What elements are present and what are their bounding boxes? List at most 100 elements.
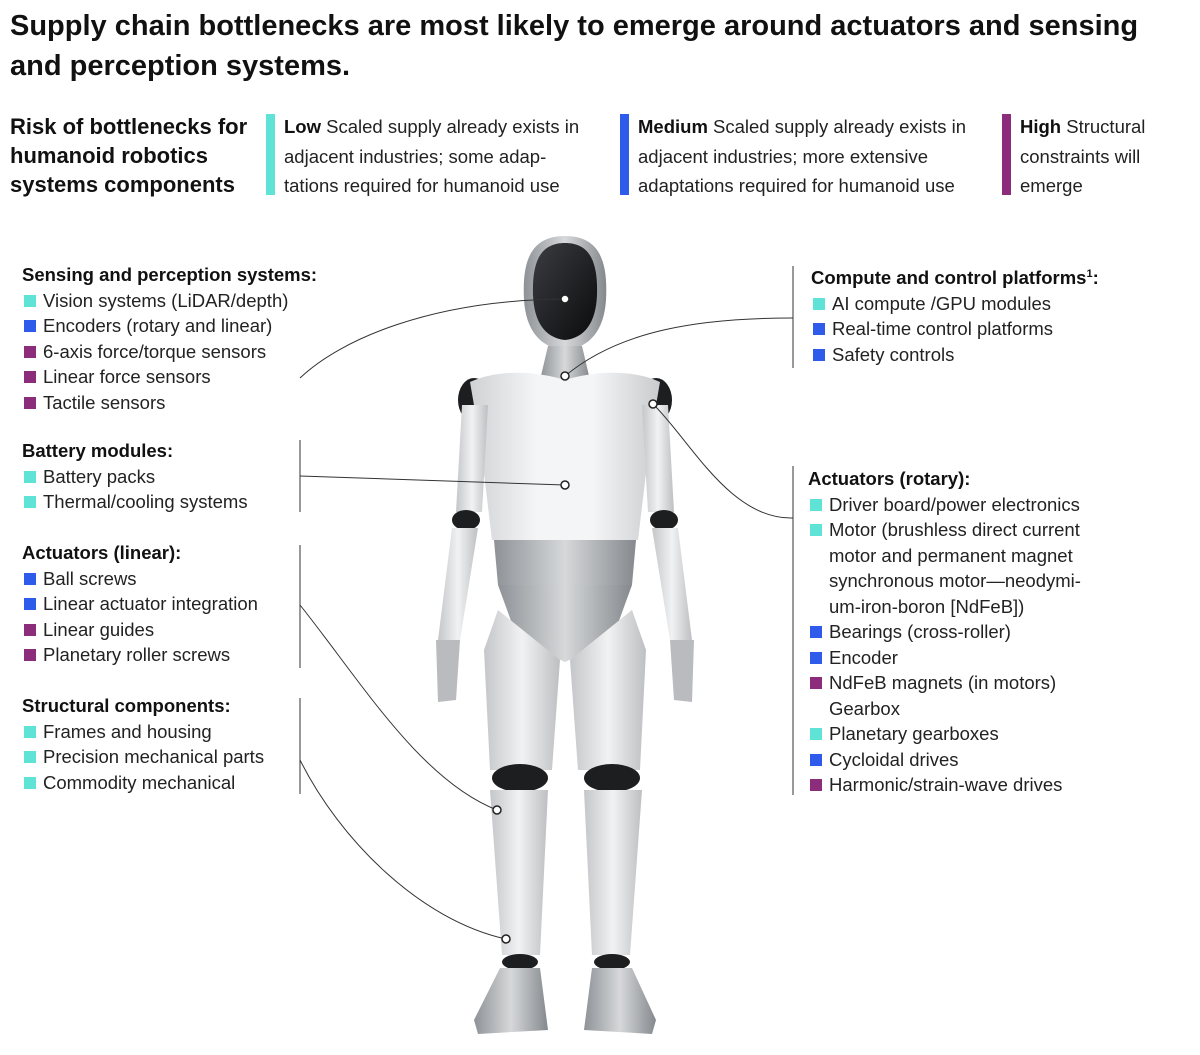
list-item-label: AI compute /GPU modules <box>832 292 1052 314</box>
legend-swatch-low <box>266 114 275 195</box>
risk-medium-marker <box>810 626 822 638</box>
leader-line-linear <box>299 604 498 811</box>
robot-right-ankle <box>594 954 630 970</box>
list-item-label: Frames and housing <box>43 720 212 742</box>
list-item: Battery packs <box>22 464 248 490</box>
list-item-label: Encoder <box>829 646 898 668</box>
risk-high-marker <box>24 396 36 409</box>
leader-line-structural <box>299 759 507 940</box>
list-item-label: Linear guides <box>43 618 155 640</box>
robot-left-foot <box>474 968 548 1034</box>
callout-point-shoulder <box>648 399 658 409</box>
list-item: Harmonic/strain-wave drives <box>808 772 1081 798</box>
leader-line-sensing <box>299 298 566 379</box>
legend-text-high: Structural constraints will emerge <box>1020 116 1146 196</box>
list-item: AI compute /GPU modules <box>811 291 1099 317</box>
list-item: 6-axis force/torque sensors <box>22 339 317 365</box>
callout-points <box>492 294 658 944</box>
risk-low-marker <box>810 498 822 511</box>
leader-line-battery <box>299 475 566 486</box>
list-item: Gearbox <box>808 696 1081 722</box>
list-item: Safety controls <box>811 342 1099 368</box>
robot-right-thigh <box>570 610 646 770</box>
risk-low-marker <box>24 496 36 508</box>
list-item-label: Gearbox <box>829 697 900 719</box>
list-item-label: Tactile sensors <box>43 391 166 413</box>
list-item: um-iron-boron [NdFeB]) <box>808 594 1081 620</box>
robot-neck <box>540 346 590 380</box>
callout-point-torso <box>560 480 570 490</box>
list-item: Linear guides <box>22 617 258 643</box>
list-item-label: synchronous motor—neodymi- <box>829 570 1081 591</box>
legend-level-high: High <box>1020 116 1062 137</box>
list-item-label: Encoders (rotary and linear) <box>43 315 273 336</box>
robot-body <box>436 236 694 1034</box>
risk-low-marker <box>24 294 36 307</box>
risk-high-marker <box>24 623 36 636</box>
leader-line-compute <box>564 317 794 377</box>
list-item: Vision systems (LiDAR/depth) <box>22 288 317 314</box>
list-item-label: Battery packs <box>43 465 156 487</box>
risk-medium-marker <box>24 572 36 585</box>
list-item: synchronous motor—neodymi- <box>808 568 1081 594</box>
risk-medium-marker <box>24 598 36 610</box>
risk-medium-marker <box>810 753 822 766</box>
legend-heading: Risk of bottlenecks for humanoid robotic… <box>10 114 248 197</box>
risk-low-marker <box>810 728 822 740</box>
risk-medium-marker <box>810 651 822 664</box>
list-item-label: motor and permanent magnet <box>829 544 1073 566</box>
list-item: Cycloidal drives <box>808 747 1081 773</box>
risk-high-marker <box>810 779 822 791</box>
list-item-label: Linear force sensors <box>43 366 211 387</box>
list-item: Commodity mechanical <box>22 770 264 796</box>
list-item: Encoders (rotary and linear) <box>22 313 317 339</box>
list-item: Thermal/cooling systems <box>22 489 248 515</box>
legend-level-medium: Medium <box>638 116 708 137</box>
list-item-label: Thermal/cooling systems <box>43 491 248 512</box>
robot-face-visor <box>532 243 598 340</box>
risk-high-marker <box>24 345 36 358</box>
legend-level-low: Low <box>284 116 321 137</box>
robot-right-hand <box>670 640 694 702</box>
list-item: Planetary gearboxes <box>808 721 1081 747</box>
robot-right-forearm <box>652 528 692 640</box>
legend-text-medium: Scaled supply already exists in adjacent… <box>638 116 966 196</box>
group-list-sensing: Vision systems (LiDAR/depth)Encoders (ro… <box>22 288 317 416</box>
list-item: NdFeB magnets (in motors) <box>808 670 1081 696</box>
robot-right-knee <box>584 764 640 792</box>
list-item-label: um-iron-boron [NdFeB]) <box>829 595 1025 617</box>
robot-right-foot <box>584 968 656 1034</box>
list-item-label: Safety controls <box>832 343 955 365</box>
robot-left-elbow <box>452 510 480 530</box>
list-item: Frames and housing <box>22 719 264 745</box>
robot-torso <box>470 372 660 540</box>
callout-point-head <box>560 294 570 304</box>
group-rotary: Actuators (rotary): Driver board/power e… <box>808 466 1081 798</box>
list-item-label: Linear actuator integration <box>43 593 258 614</box>
page-title: Supply chain bottlenecks are most likely… <box>10 10 1139 82</box>
list-item: motor and permanent magnet <box>808 543 1081 569</box>
group-title-rotary: Actuators (rotary): <box>808 468 971 489</box>
list-item: Bearings (cross-roller) <box>808 619 1081 645</box>
list-item: Real-time control platforms <box>811 316 1099 342</box>
list-item: Encoder <box>808 645 1081 671</box>
list-item-label: Commodity mechanical <box>43 771 236 793</box>
robot-right-shin <box>584 790 642 955</box>
robot-left-hand <box>436 640 460 702</box>
group-title-compute-suffix: : <box>1092 267 1099 289</box>
list-item-label: Driver board/power electronics <box>829 493 1080 515</box>
risk-low-marker <box>24 470 36 483</box>
risk-medium-marker <box>813 323 825 336</box>
risk-low-marker <box>810 524 822 536</box>
group-structural: Structural components: Frames and housin… <box>22 693 264 795</box>
list-item-label: Harmonic/strain-wave drives <box>829 774 1063 795</box>
risk-high-marker <box>810 677 822 689</box>
list-item: Planetary roller screws <box>22 642 258 668</box>
leader-lines <box>299 266 794 940</box>
list-item-label: Real-time control platforms <box>832 318 1054 340</box>
robot-waist <box>494 540 636 585</box>
group-title-linear: Actuators (linear): <box>22 542 182 563</box>
